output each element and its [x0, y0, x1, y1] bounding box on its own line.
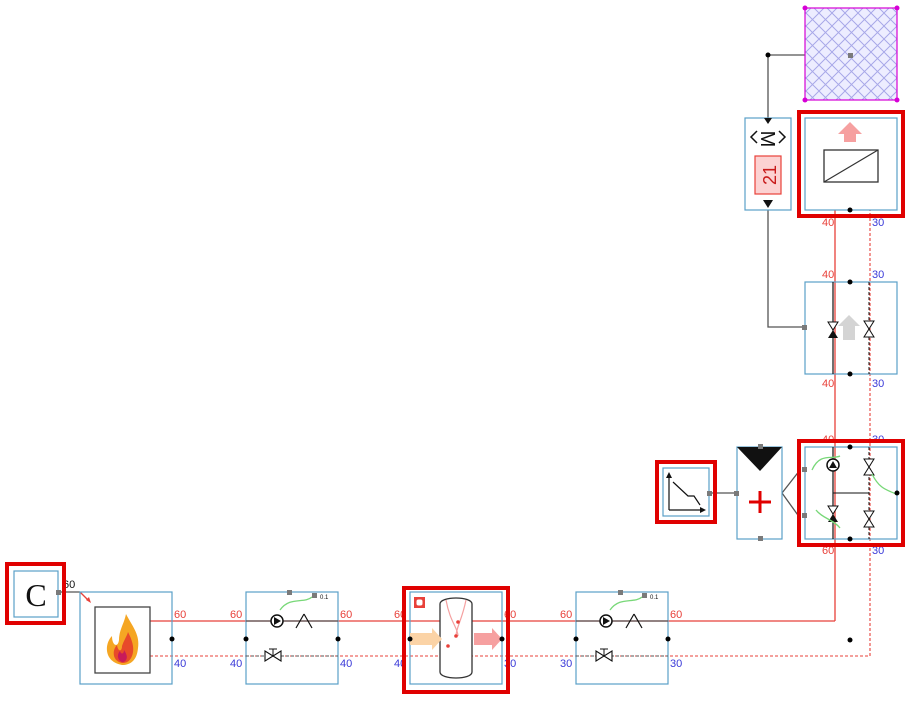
- tank-cold-out-label: 30: [504, 658, 516, 670]
- valve-cold-top-label: 30: [872, 269, 884, 281]
- valve-group[interactable]: 40 30 40 30: [802, 269, 898, 390]
- pump-setting: 0.1: [650, 595, 659, 601]
- balancing-valve-icon: [863, 320, 875, 338]
- check-valve-icon: [295, 613, 313, 629]
- balancing-valve-icon: [264, 648, 282, 662]
- valve-hot-top-label: 40: [822, 269, 834, 281]
- pump-group-1[interactable]: 0.1 60 60 40 40: [230, 590, 352, 685]
- constant-block[interactable]: C 60: [13, 570, 75, 618]
- mixing-hot-bottom-label: 60: [822, 545, 834, 557]
- setpoint-display: [754, 155, 782, 195]
- pump-icon: [270, 614, 284, 628]
- signal-curve-icon: [609, 596, 643, 611]
- pump1-cold-out-label: 40: [340, 658, 352, 670]
- check-valve-icon: [625, 613, 643, 629]
- balancing-valve-icon: [863, 458, 875, 528]
- motor-valve-icon: [827, 321, 839, 338]
- signal-curve-icon: [279, 596, 313, 611]
- selection-tank: [402, 586, 510, 694]
- mixing-group[interactable]: 40 30 60 30: [802, 434, 900, 557]
- constant-symbol: C: [25, 577, 46, 613]
- room-controller[interactable]: M 21: [744, 117, 792, 211]
- boiler-cold-in-label: 40: [174, 658, 186, 670]
- pump-setting: 0.1: [320, 595, 329, 601]
- pump-icon: [826, 458, 840, 472]
- controller-symbol: M: [756, 131, 778, 148]
- valve-cold-bottom-label: 30: [872, 378, 884, 390]
- mixing-cold-bottom-label: 30: [872, 545, 884, 557]
- pump2-cold-out-label: 30: [670, 658, 682, 670]
- selection-constant: [5, 562, 66, 625]
- constant-arrow: [79, 591, 89, 601]
- valve-hot-bottom-label: 40: [822, 378, 834, 390]
- heating-zone[interactable]: [802, 5, 900, 103]
- selection-mixing-group: [797, 439, 905, 547]
- constant-output-label: 60: [63, 579, 75, 591]
- boiler-hot-out-label: 60: [174, 609, 186, 621]
- selection-radiator: [797, 110, 905, 218]
- buffer-tank[interactable]: 60 60 40 30: [394, 591, 516, 685]
- radiator-hot-label: 40: [822, 217, 834, 229]
- setpoint-value: 21: [760, 165, 780, 185]
- balancing-valve-icon: [595, 648, 613, 662]
- triangle-input-icon: [737, 447, 782, 471]
- constant-arrow-head: [86, 597, 91, 603]
- heat-up-arrow-icon: [838, 122, 862, 142]
- tank-body-icon: [439, 597, 473, 679]
- selection-heating-curve: [655, 460, 717, 524]
- heating-curve-block[interactable]: [662, 467, 712, 517]
- flame-icon: [106, 614, 139, 665]
- pump2-hot-out-label: 60: [670, 609, 682, 621]
- radiator-cold-label: 30: [872, 217, 884, 229]
- pump2-hot-in-label: 60: [560, 609, 572, 621]
- up-arrow-icon: [838, 315, 860, 340]
- tank-hot-out-label: 60: [504, 609, 516, 621]
- pump-group-2[interactable]: 0.1 60 60 30 30: [560, 590, 682, 685]
- pump2-cold-in-label: 30: [560, 658, 572, 670]
- adder-block[interactable]: [734, 444, 783, 541]
- heating-curve-icon: [666, 472, 706, 513]
- boiler-block[interactable]: 60 40: [79, 591, 186, 685]
- radiator[interactable]: 40 30: [804, 117, 898, 229]
- outflow-arrow-icon: [474, 628, 502, 650]
- inflow-arrow-icon: [410, 628, 442, 650]
- pump1-cold-in-label: 40: [230, 658, 242, 670]
- pump1-hot-out-label: 60: [340, 609, 352, 621]
- constant-output-port[interactable]: [56, 590, 61, 595]
- junction-dot: [847, 637, 853, 643]
- pump-icon: [599, 614, 613, 628]
- pump1-hot-in-label: 60: [230, 609, 242, 621]
- controller-to-valve-line: [767, 208, 805, 328]
